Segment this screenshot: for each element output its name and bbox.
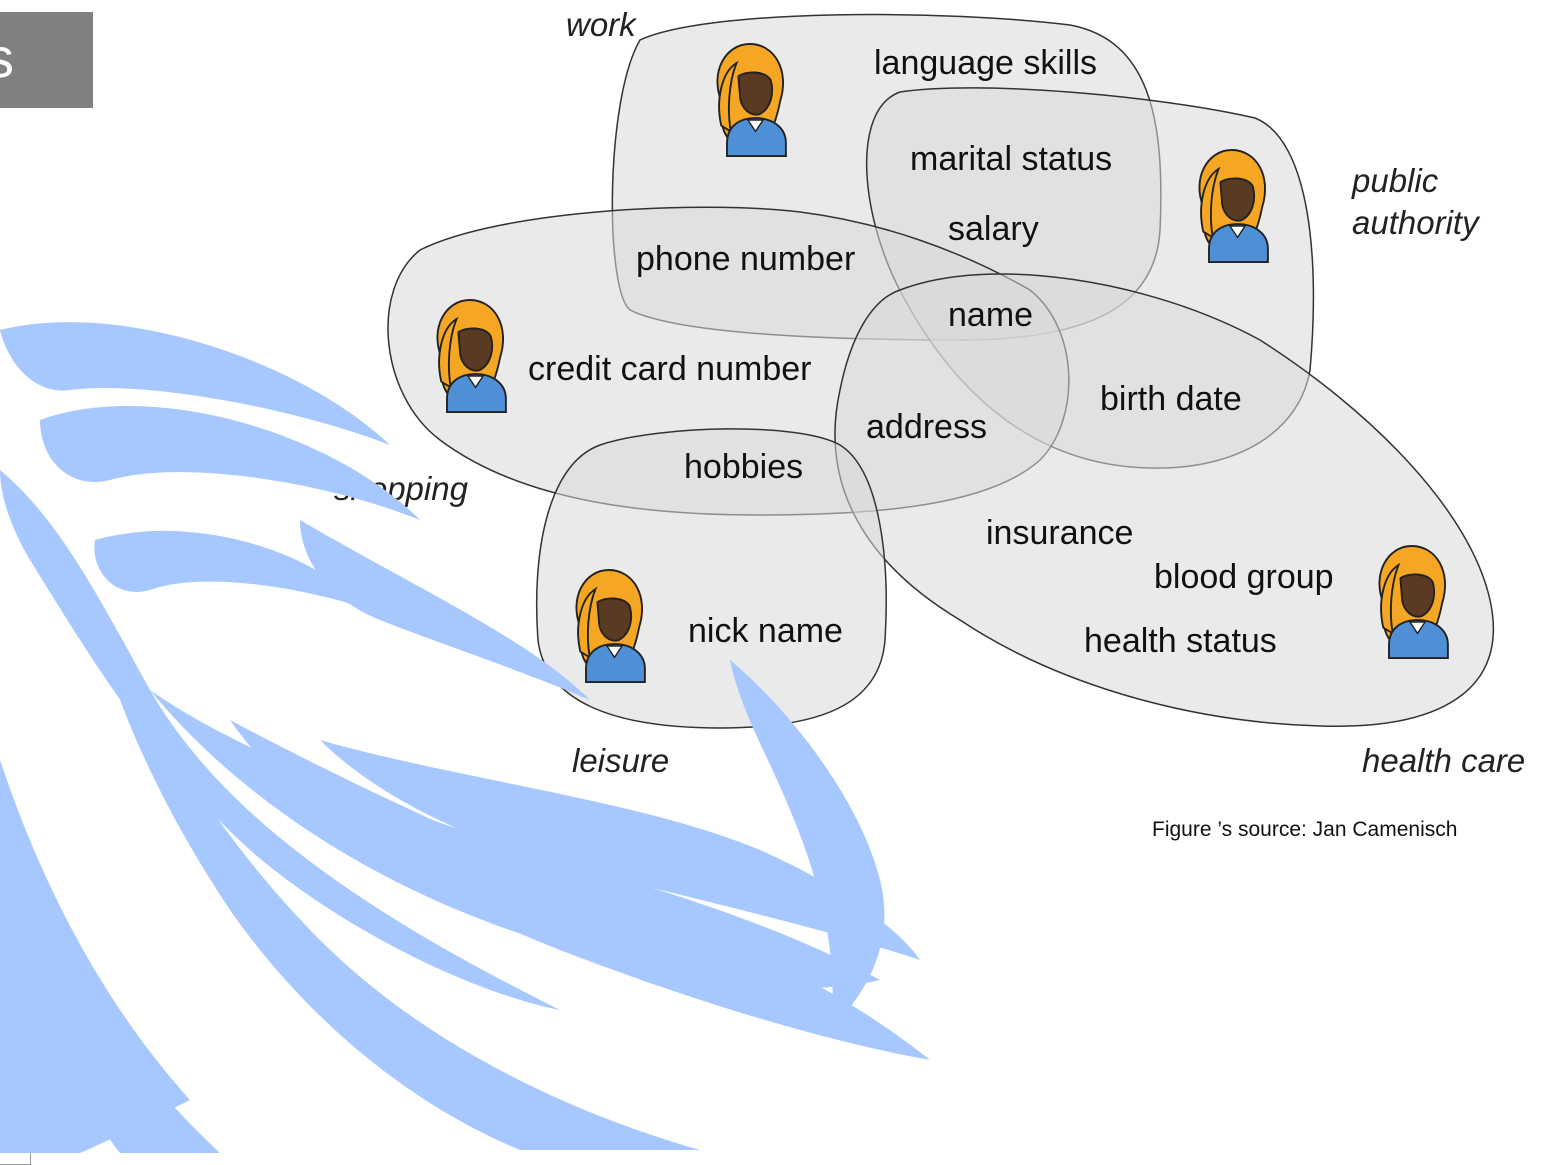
context-regions (387, 13, 1495, 729)
ctx-leisure: leisure (572, 742, 669, 779)
attr-insurance: insurance (986, 514, 1133, 552)
attr-health-status: health status (1084, 622, 1277, 660)
slide-title-box: s (0, 12, 93, 108)
ctx-health-care: health care (1362, 742, 1525, 779)
context-labels: work public authority shopping leisure h… (334, 6, 1525, 779)
person-leisure-icon (575, 569, 646, 684)
attr-salary: salary (948, 210, 1039, 248)
attr-hobbies: hobbies (684, 448, 803, 486)
attr-address: address (866, 408, 987, 446)
ctx-public-authority-line2: authority (1352, 204, 1481, 241)
attr-name: name (948, 296, 1033, 334)
attr-language-skills: language skills (874, 44, 1097, 82)
ctx-public-authority-line1: public (1351, 162, 1439, 199)
attr-blood-group: blood group (1154, 558, 1334, 596)
person-public-authority-icon (1198, 149, 1269, 264)
attr-birth-date: birth date (1100, 380, 1242, 418)
person-health-care-icon (1378, 545, 1449, 660)
ctx-work: work (566, 6, 637, 43)
attribute-labels: language skills marital status salary ph… (528, 44, 1334, 660)
slide-title-fragment: s (0, 26, 14, 89)
person-work-icon (716, 43, 787, 158)
attr-credit-card-number: credit card number (528, 350, 811, 388)
figure-source: Figure ’s source: Jan Camenisch (1152, 818, 1458, 841)
watermark-swirl-icon (0, 322, 930, 1153)
attr-marital-status: marital status (910, 140, 1112, 178)
attr-nick-name: nick name (688, 612, 843, 650)
attr-phone-number: phone number (636, 240, 855, 278)
person-shopping-icon (436, 299, 507, 414)
